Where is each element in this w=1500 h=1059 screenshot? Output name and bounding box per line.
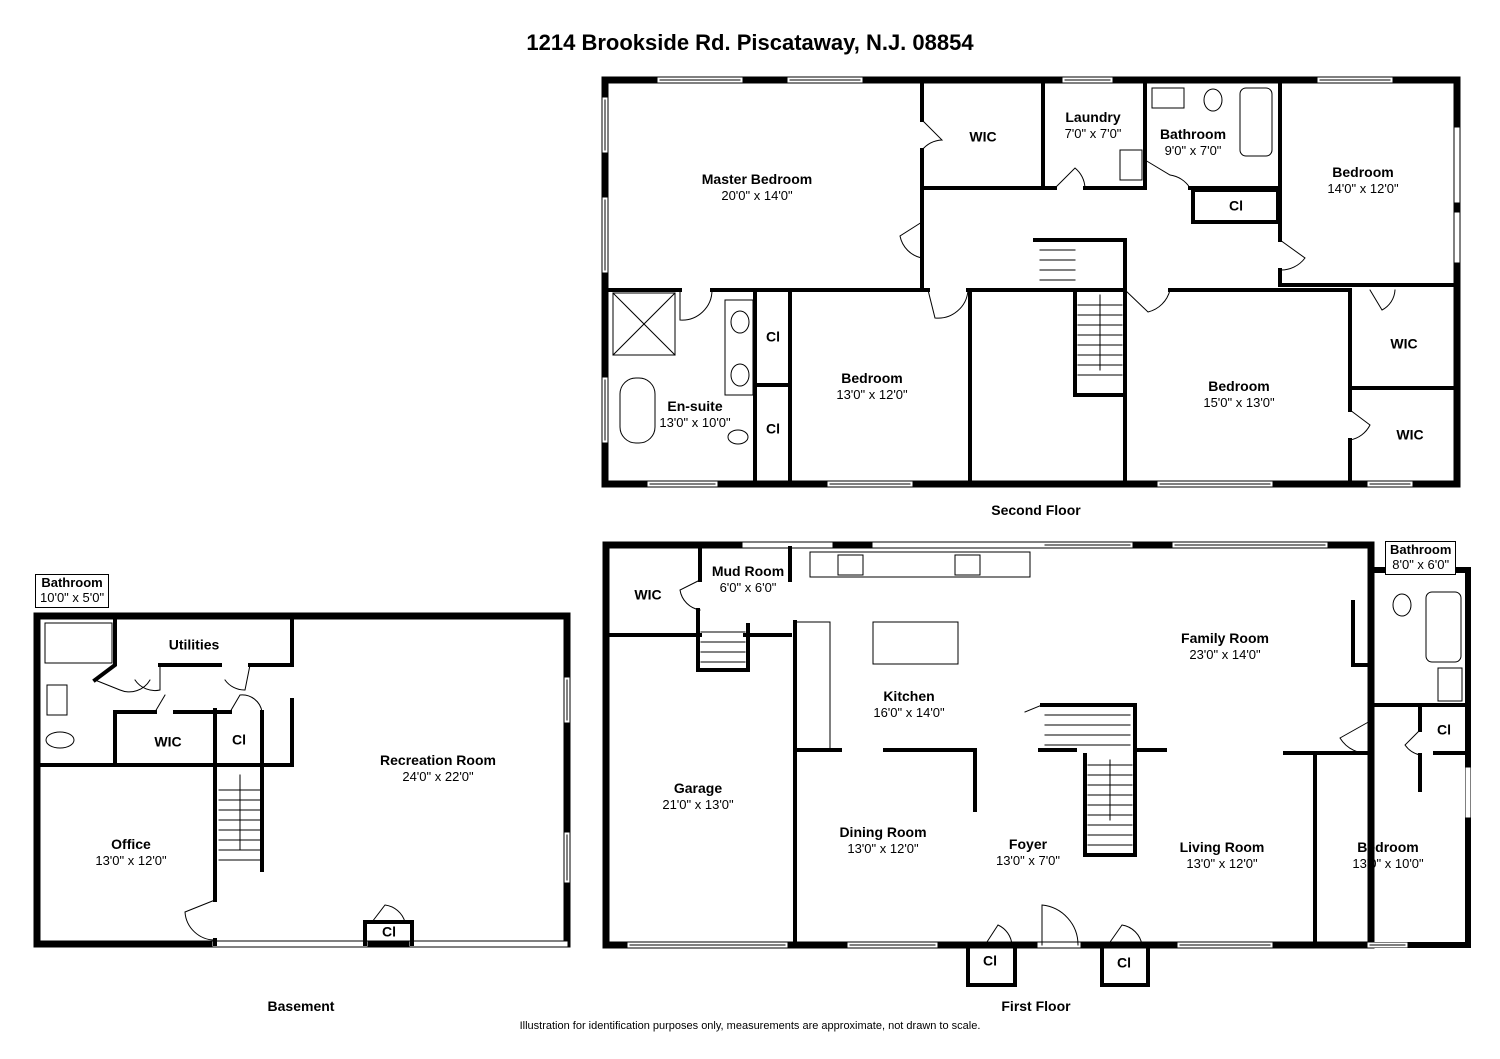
room-label-wic-a: WIC	[1390, 335, 1418, 352]
page-title: 1214 Brookside Rd. Piscataway, N.J. 0885…	[526, 30, 974, 55]
room-label-closet-bath: Cl	[1437, 721, 1451, 738]
room-label-closet-left: Cl	[983, 952, 997, 969]
floor-label-basement: Basement	[267, 998, 335, 1014]
room-label-closet-recreation: Cl	[382, 923, 396, 940]
disclaimer-text: Illustration for identification purposes…	[519, 1020, 981, 1032]
basement-walls	[33, 612, 571, 948]
room-label-utilities: Utilities	[168, 636, 220, 653]
room-label-closet-b: Cl	[766, 420, 780, 437]
floor-label-first: First Floor	[1001, 998, 1071, 1014]
room-label-wic-master: WIC	[969, 128, 997, 145]
floor-label-second: Second Floor	[991, 502, 1081, 518]
room-label-wic-basement: WIC	[154, 733, 182, 750]
room-label-closet-a: Cl	[766, 328, 780, 345]
room-label-closet-basement: Cl	[232, 731, 246, 748]
second-floor-walls	[601, 76, 1461, 488]
room-label-wic-b: WIC	[1396, 426, 1424, 443]
room-label-closet-right: Cl	[1117, 954, 1131, 971]
room-label-wic-first: WIC	[634, 586, 662, 603]
first-floor-walls	[602, 541, 1471, 987]
room-label-closet-hall: Cl	[1229, 197, 1243, 214]
